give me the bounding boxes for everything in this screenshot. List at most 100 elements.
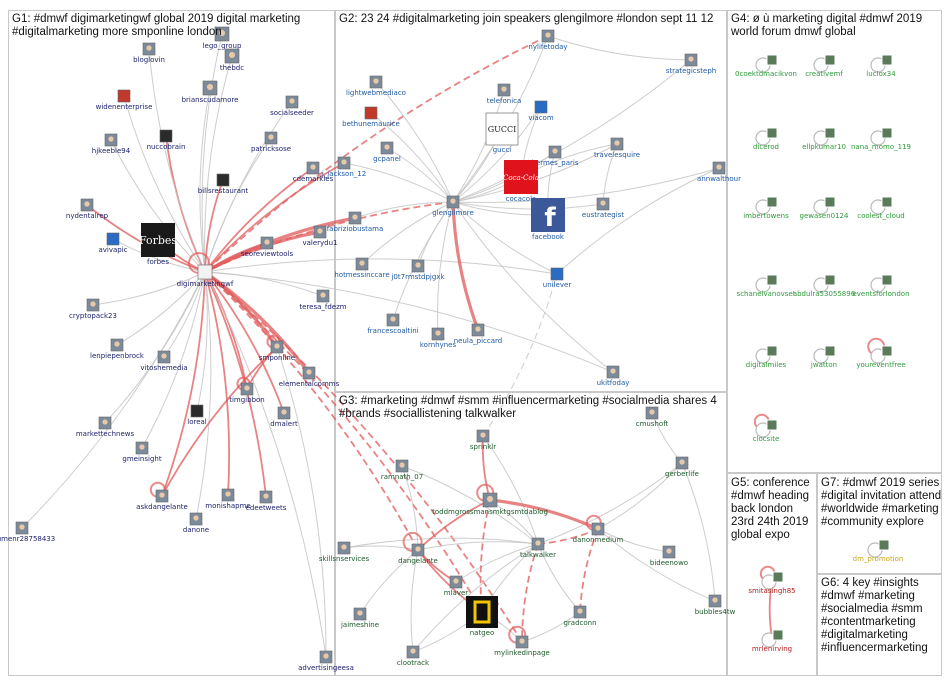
node-askdangelante[interactable]: askdangelante <box>136 489 188 511</box>
node-avivapic[interactable]: avivapic <box>98 232 128 254</box>
node-bethunemaurice[interactable]: bethunemaurice <box>342 106 400 128</box>
node-ramnath_07[interactable]: ramnath_07 <box>381 459 423 481</box>
gucci-logo-icon <box>485 112 519 146</box>
node-talkwalker[interactable]: talkwalker <box>520 537 556 559</box>
node-brianscudamore[interactable]: brianscudamore <box>182 80 239 104</box>
node-strategicsteph[interactable]: strategicsteph <box>666 53 716 75</box>
node-cdemarkles[interactable]: cdemarkles <box>293 161 334 183</box>
node-vitoshemedia[interactable]: vitoshemedia <box>140 350 188 372</box>
node-natgeo[interactable]: natgeo <box>466 596 498 637</box>
node-telefonica[interactable]: telefonica <box>487 83 522 105</box>
node-eventsforlondon[interactable]: eventsforlondon <box>852 274 910 298</box>
node-skillsnservices[interactable]: skillsnservices <box>319 541 370 563</box>
node-youreventfree[interactable]: youreventfree <box>856 345 906 369</box>
node-coolest_cloud[interactable]: coolest_cloud <box>857 196 905 220</box>
node-monishapme[interactable]: monishapme <box>205 488 251 510</box>
node-teresa_fdezm[interactable]: teresa_fdezm <box>299 289 347 311</box>
node-hjkeeble94[interactable]: hjkeeble94 <box>92 133 131 155</box>
node-dicerod[interactable]: dicerod <box>753 127 779 151</box>
node-mlaver[interactable]: mlaver <box>444 575 469 597</box>
node-viacom[interactable]: viacom <box>528 100 554 122</box>
node-sprinklr[interactable]: sprinklr <box>470 429 496 451</box>
node-ellpkumar10[interactable]: ellpkumar10 <box>802 127 846 151</box>
node-fabriziobustama[interactable]: fabriziobustama <box>327 211 384 233</box>
group-title-g3: G3: #marketing #dmwf #smm #influencermar… <box>339 395 717 420</box>
node-gradconn[interactable]: gradconn <box>563 605 597 627</box>
node-elementalcomms[interactable]: elementalcomms <box>279 366 340 388</box>
node-mylinkedinpage[interactable]: mylinkedinpage <box>494 635 550 657</box>
node-gewasen0124[interactable]: gewasen0124 <box>800 196 850 220</box>
node-clocsite[interactable]: clocsite <box>753 419 780 443</box>
node-nuccobrain[interactable]: nuccobrain <box>147 129 186 151</box>
node-neula_piccard[interactable]: neula_piccard <box>454 323 503 345</box>
edge-soumenr28758433-digimarketingwf <box>21 271 206 529</box>
node-hermes_paris[interactable]: hermes_paris <box>532 145 579 167</box>
node-widenenterprise[interactable]: widenenterprise <box>96 89 153 111</box>
node-lenpiepenbrock[interactable]: lenpiepenbrock <box>90 338 145 360</box>
node-glengilmore[interactable]: glengilmore <box>432 195 474 217</box>
node-loreal[interactable]: loreal <box>187 404 207 426</box>
node-digimarketingwf[interactable]: digimarketingwf <box>177 264 234 288</box>
node-nana_momo_119[interactable]: nana_momo_119 <box>851 127 911 151</box>
node-thebdc[interactable]: thebdc <box>220 48 244 72</box>
node-bloglovin[interactable]: bloglovin <box>133 42 165 64</box>
node-annwalthour[interactable]: annwalthour <box>697 161 741 183</box>
node-cryptopack23[interactable]: cryptopack23 <box>69 298 117 320</box>
node-soumenr28758433[interactable]: soumenr28758433 <box>0 521 55 543</box>
node-patricksose[interactable]: patricksose <box>251 131 291 153</box>
node-bubbles4tw[interactable]: bubbles4tw <box>695 594 736 616</box>
node-dm_promotion[interactable]: dm_promotion <box>853 539 904 563</box>
node-valerydu1[interactable]: valerydu1 <box>302 225 338 247</box>
node-gcpanel[interactable]: gcpanel <box>373 141 401 163</box>
node-ukitfoday[interactable]: ukitfoday <box>597 365 630 387</box>
node-travelesquire[interactable]: travelesquire <box>594 137 640 159</box>
node-advertisingeesa[interactable]: advertisingeesa <box>298 650 354 672</box>
node-unilever[interactable]: unilever <box>543 267 572 289</box>
node-lucIox34[interactable]: lucIox34 <box>866 54 896 78</box>
node-toddmgrossmansmktgsmtdablog[interactable]: toddmgrossmansmktgsmtdablog <box>432 492 548 516</box>
node-imbertowens[interactable]: imbertowens <box>743 196 789 220</box>
node-dangelante[interactable]: dangelante <box>398 543 438 565</box>
node-schanelvanovset[interactable]: schanelvanovset <box>737 274 796 298</box>
node-creativemf[interactable]: creativemf <box>805 54 843 78</box>
node-seoreviewtools[interactable]: seoreviewtools <box>241 236 294 258</box>
node-edeetweets[interactable]: edeetweets <box>246 490 287 512</box>
node-gmeinsight[interactable]: gmeinsight <box>122 441 162 463</box>
node-socialseeder[interactable]: socialseeder <box>270 95 314 117</box>
node-lego_group[interactable]: lego_group <box>203 26 242 50</box>
node-danone[interactable]: danone <box>183 512 209 534</box>
avatar-face-icon <box>268 134 274 140</box>
node-billsrestaurant[interactable]: billsrestaurant <box>198 173 249 195</box>
node-nylifetoday[interactable]: nylifetoday <box>528 29 568 51</box>
node-lightwebmediaco[interactable]: lightwebmediaco <box>346 75 406 97</box>
node-jwatton[interactable]: jwatton <box>810 345 837 369</box>
node-mrlenirving[interactable]: mrlenirving <box>752 629 792 653</box>
node-jaimeshine[interactable]: jaimeshine <box>340 607 379 629</box>
node-dmalert[interactable]: dmalert <box>270 406 298 428</box>
node-kornhynes[interactable]: kornhynes <box>420 327 457 349</box>
avatar-icon <box>550 267 564 281</box>
node-markettechnews[interactable]: markettechnews <box>76 416 135 438</box>
node-eustrategist[interactable]: eustrategist <box>582 197 624 219</box>
node-cmushoft[interactable]: cmushoft <box>636 406 669 428</box>
node-digitalmiles[interactable]: digitalmiles <box>746 345 787 369</box>
node-francescoaltini[interactable]: francescoaltini <box>367 313 419 335</box>
node-timgibbon[interactable]: timgibbon <box>229 382 265 404</box>
node-label: schanelvanovset <box>737 290 796 298</box>
node-clootrack[interactable]: clootrack <box>397 645 430 667</box>
node-j0t7rmstdpjgxk[interactable]: j0t7rmstdpjgxk <box>390 259 445 281</box>
node-j_jackson_12[interactable]: j_jackson_12 <box>321 156 366 178</box>
node-bideenowo[interactable]: bideenowo <box>650 545 688 567</box>
node-hotmessinccare[interactable]: hotmessinccare <box>334 257 390 279</box>
node-gerberlife[interactable]: gerberlife <box>665 456 699 478</box>
node-nydentalrep[interactable]: nydentalrep <box>66 198 109 220</box>
node-smponline[interactable]: smponline <box>259 340 295 362</box>
node-danonmedium[interactable]: danonmedium <box>573 522 624 544</box>
node-abdulra53055896[interactable]: abdulra53055896 <box>793 274 856 298</box>
node-smitasingh85[interactable]: smitasingh85 <box>748 571 796 595</box>
node-0coektdmacikvon[interactable]: 0coektdmacikvon <box>735 54 797 78</box>
